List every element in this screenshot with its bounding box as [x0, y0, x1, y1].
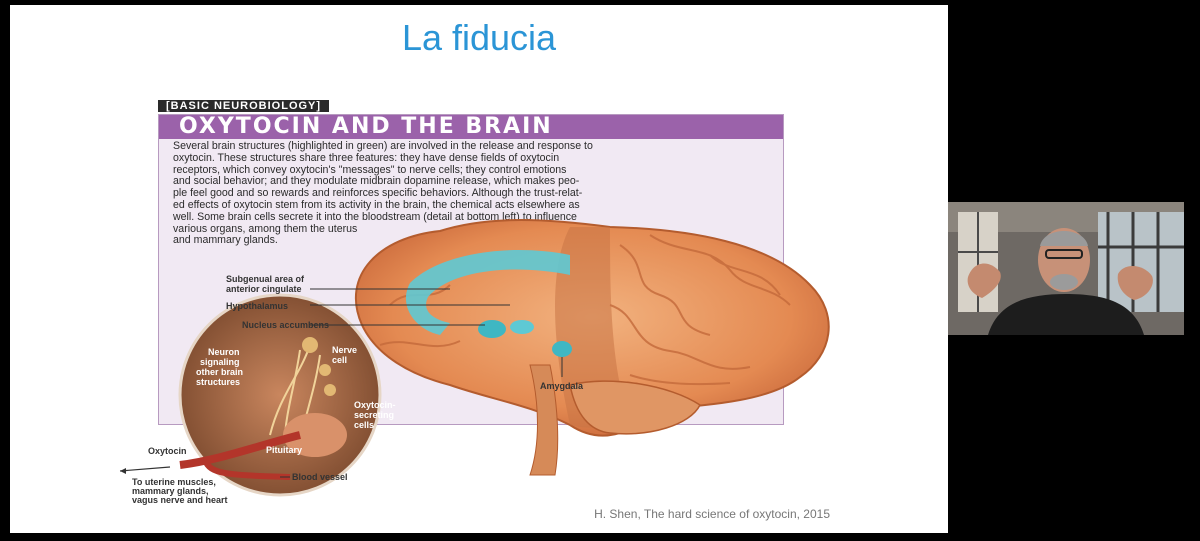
cingulate-highlight	[405, 250, 570, 335]
label-nerve-cell-2: cell	[332, 355, 348, 365]
label-neuron-2: signaling	[200, 357, 240, 367]
figure-tag: [BASIC NEUROBIOLOGY]	[158, 100, 330, 112]
body-line: oxytocin. These structures share three f…	[173, 151, 560, 164]
label-to-uterine-2: mammary glands,	[132, 486, 209, 496]
body-line: well. Some brain cells secrete it into t…	[173, 210, 577, 223]
label-amygdala: Amygdala	[540, 381, 584, 391]
label-subgenual-1: Subgenual area of	[226, 274, 305, 284]
label-blood-vessel: Blood vessel	[292, 472, 348, 482]
label-oxytocin-secreting-1: Oxytocin-	[354, 400, 396, 410]
label-oxytocin-secreting-2: secreting	[354, 410, 395, 420]
label-hypothalamus: Hypothalamus	[226, 301, 289, 311]
label-neuron-4: structures	[196, 377, 241, 387]
figure-headline: OXYTOCIN AND THE BRAIN	[179, 114, 553, 139]
label-subgenual-2: anterior cingulate	[226, 284, 302, 294]
body-line: and mammary glands.	[173, 234, 278, 247]
body-line: receptors, which convey oxytocin's "mess…	[173, 163, 567, 176]
body-line: ed effects of oxytocin stem from its act…	[173, 198, 580, 211]
brain-illustration	[119, 219, 830, 497]
body-line: various organs, among them the uterus	[173, 222, 358, 235]
body-line: and social behavior; and they modulate m…	[173, 175, 580, 188]
slide-title: La fiducia	[401, 17, 557, 58]
presentation-slide: La fiducia [BASIC NEUROBIOLOGY] OXYTOCIN…	[10, 5, 948, 533]
label-pituitary: Pituitary	[266, 445, 303, 455]
label-to-uterine-1: To uterine muscles,	[132, 477, 216, 487]
headline-bar: OXYTOCIN AND THE BRAIN	[159, 115, 783, 139]
label-oxytocin-secreting-3: cells	[354, 420, 375, 430]
body-line: ple feel good and so rewards and reinfor…	[173, 187, 583, 200]
figure-body-text: Several brain structures (highlighted in…	[173, 140, 763, 247]
label-to-uterine-3: vagus nerve and heart	[132, 495, 228, 505]
presenter-video-frame	[948, 202, 1184, 335]
label-neuron-3: other brain	[196, 367, 244, 377]
slide-caption: H. Shen, The hard science of oxytocin, 2…	[594, 507, 830, 521]
label-neuron-1: Neuron	[208, 347, 240, 357]
label-nucleus-accumbens: Nucleus accumbens	[242, 320, 330, 330]
label-oxytocin: Oxytocin	[148, 446, 187, 456]
body-line: Several brain structures (highlighted in…	[173, 140, 593, 152]
presenter-video[interactable]	[948, 202, 1184, 335]
label-nerve-cell-1: Nerve	[332, 345, 358, 355]
